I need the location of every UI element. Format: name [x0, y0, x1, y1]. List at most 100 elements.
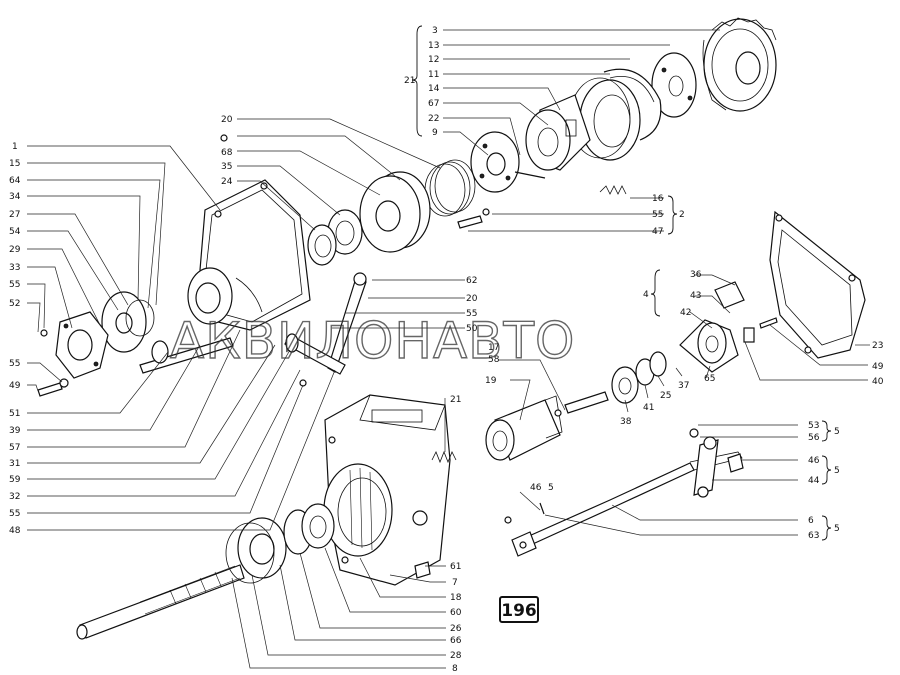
label-12: 12 [428, 55, 439, 65]
label-25: 25 [660, 391, 671, 401]
label-5-group-a: 5 [834, 427, 840, 437]
label-6: 6 [808, 516, 814, 526]
label-62: 62 [466, 276, 477, 286]
label-24: 24 [221, 177, 233, 187]
shift-shaft-part [284, 333, 346, 387]
label-2-group: 2 [679, 210, 685, 220]
label-48: 48 [9, 526, 21, 536]
label-51: 51 [9, 409, 20, 419]
gear-part-3 [702, 17, 777, 112]
label-53: 53 [808, 421, 819, 431]
label-23: 23 [872, 341, 883, 351]
label-19: 19 [485, 376, 497, 386]
label-47: 47 [652, 227, 663, 237]
label-4-group: 4 [643, 290, 649, 300]
label-17: 17 [488, 343, 499, 353]
hub-part-9 [470, 131, 546, 193]
label-1: 1 [12, 142, 18, 152]
label-27: 27 [9, 210, 20, 220]
label-66: 66 [450, 636, 462, 646]
label-46-b: 46 [530, 483, 542, 493]
screw-part-46 [504, 502, 545, 524]
lever-part-62 [327, 272, 367, 373]
label-32: 32 [9, 492, 20, 502]
label-5-group-c: 5 [834, 524, 840, 534]
disc-part-13 [651, 52, 697, 118]
hub-part-42 [679, 281, 778, 373]
label-65: 65 [704, 374, 715, 384]
label-31: 31 [9, 459, 20, 469]
label-57: 57 [9, 443, 20, 453]
label-68: 68 [221, 148, 233, 158]
input-shaft-part-8 [76, 564, 245, 640]
label-15: 15 [9, 159, 20, 169]
screw-parts-left [37, 134, 228, 397]
label-52: 52 [9, 299, 20, 309]
drum-part-14 [525, 94, 591, 171]
label-40: 40 [872, 377, 884, 387]
cover-part-1 [187, 179, 311, 331]
label-67: 67 [428, 99, 439, 109]
label-8: 8 [452, 664, 458, 674]
label-36: 36 [690, 270, 702, 280]
gasket-part-23 [769, 210, 866, 359]
label-59: 59 [9, 475, 21, 485]
label-33: 33 [9, 263, 20, 273]
label-61: 61 [450, 562, 461, 572]
label-37: 37 [678, 381, 689, 391]
label-41: 41 [643, 403, 654, 413]
plate-number: 196 [501, 601, 537, 621]
label-54: 54 [9, 227, 21, 237]
label-29: 29 [9, 245, 21, 255]
label-64: 64 [9, 176, 21, 186]
gear-assembly-part [101, 291, 155, 353]
label-35: 35 [221, 162, 232, 172]
watermark-text: АКВИЛОНАВТО [170, 312, 575, 370]
label-28: 28 [450, 651, 462, 661]
label-3: 3 [432, 26, 438, 36]
label-44: 44 [808, 476, 820, 486]
label-20-top: 20 [221, 115, 233, 125]
label-50: 50 [466, 324, 478, 334]
part-labels: 3 13 12 21 11 14 67 22 9 20 68 35 24 1 1… [9, 26, 884, 674]
label-38: 38 [620, 417, 632, 427]
pin-part [554, 391, 609, 417]
bolt-part-47 [457, 208, 490, 229]
group-braces [411, 25, 832, 541]
spring-part-16 [599, 185, 627, 195]
label-20-mid: 20 [466, 294, 478, 304]
label-55-b: 55 [9, 359, 20, 369]
housing-part-7 [323, 394, 451, 586]
label-5-small: 5 [548, 483, 554, 493]
label-56: 56 [808, 433, 820, 443]
label-9: 9 [432, 128, 438, 138]
label-58: 58 [488, 355, 500, 365]
label-16: 16 [652, 194, 664, 204]
plate-number-box: 196 [499, 596, 539, 623]
label-11: 11 [428, 70, 439, 80]
label-55-c: 55 [9, 509, 20, 519]
label-43: 43 [690, 291, 701, 301]
label-49-a: 49 [9, 381, 21, 391]
leader-lines [27, 29, 870, 669]
label-39: 39 [9, 426, 21, 436]
flange-part-33 [55, 311, 109, 379]
label-46-a: 46 [808, 456, 820, 466]
label-21-mid: 21 [450, 395, 461, 405]
bearing-part-28 [225, 517, 287, 584]
rod-part-6 [511, 451, 743, 557]
label-7: 7 [452, 578, 458, 588]
bearing-part-26 [283, 503, 335, 555]
bearing-part-38 [611, 351, 667, 404]
label-21-group: 21 [404, 76, 415, 86]
label-63: 63 [808, 531, 819, 541]
label-60: 60 [450, 608, 462, 618]
spring-part-21 [431, 450, 457, 464]
label-55-a: 55 [9, 280, 20, 290]
label-5-group-b: 5 [834, 466, 840, 476]
label-18: 18 [450, 593, 462, 603]
seal-ring-part [307, 224, 337, 266]
label-49-b: 49 [872, 362, 884, 372]
